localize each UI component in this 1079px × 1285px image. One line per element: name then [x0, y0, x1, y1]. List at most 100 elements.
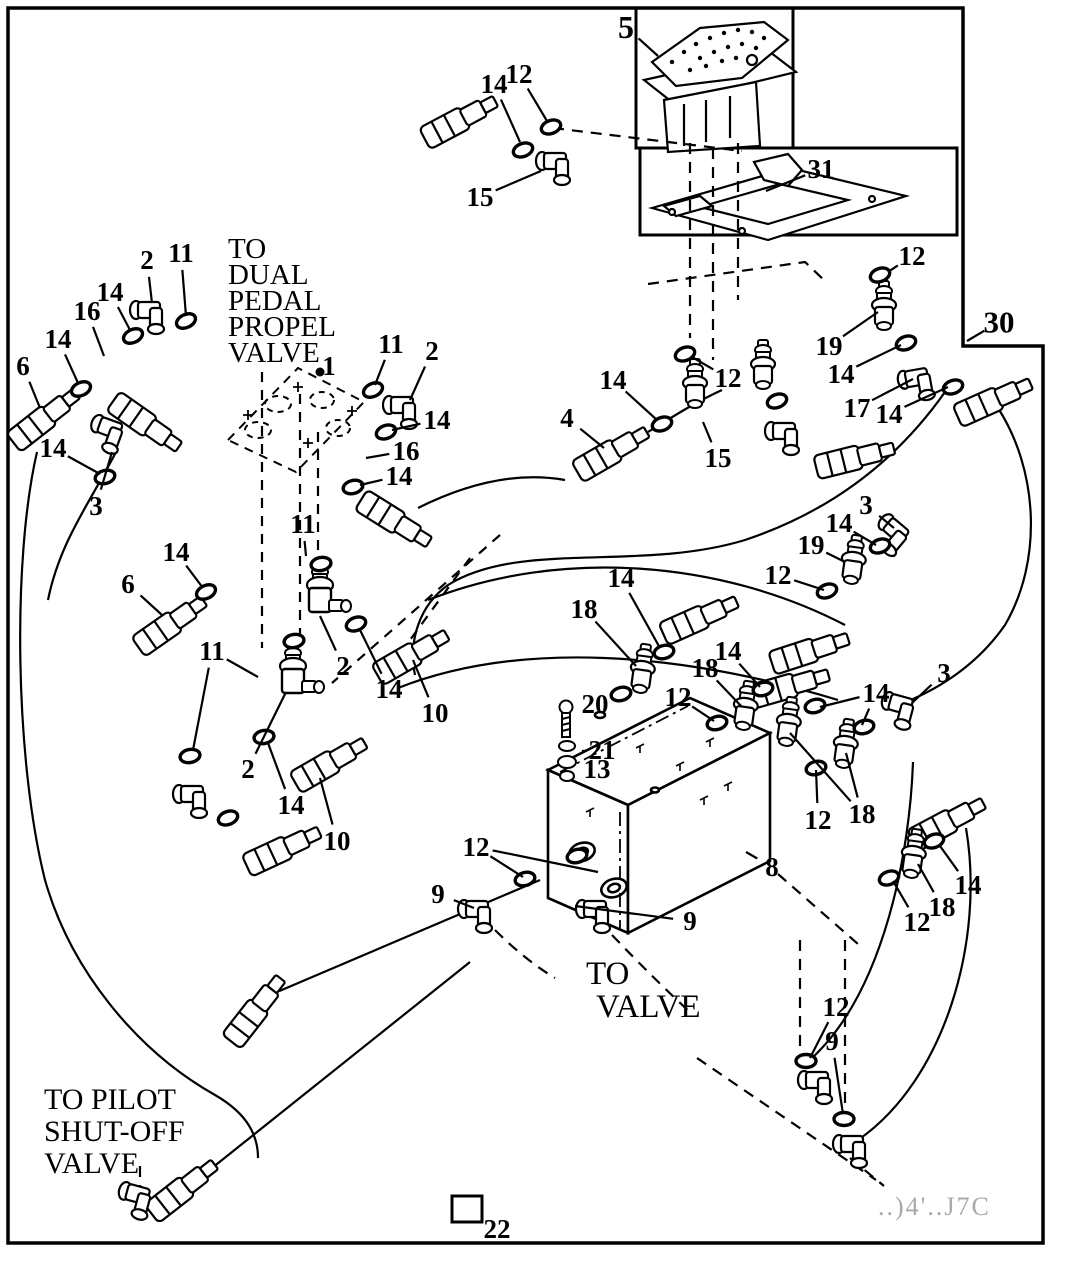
callout-label: 11: [168, 238, 194, 268]
text-line: TO: [228, 233, 267, 265]
text-line: VALVE: [228, 337, 320, 369]
leader-line: [793, 579, 825, 592]
callout-label: 12: [765, 560, 792, 590]
callout-label: 2: [425, 336, 439, 366]
connector-fitting: [749, 338, 777, 391]
callout-label: 12: [899, 241, 926, 271]
callout-label: 12: [823, 992, 850, 1022]
o-ring-icon: [537, 115, 565, 139]
leader-line: [64, 354, 80, 384]
leader-line: [492, 849, 599, 874]
leader-line: [318, 777, 334, 825]
hose-runs: [19, 388, 1032, 1169]
o-ring-icon: [281, 631, 307, 651]
o-ring-icon: [342, 612, 370, 636]
hidden-line-drops: [552, 126, 827, 360]
callout-label: 10: [422, 698, 449, 728]
o-ring-icon: [119, 324, 147, 348]
callout-label: 14: [826, 508, 853, 538]
callout-label: 14: [481, 69, 508, 99]
o-ring-icon: [607, 683, 635, 705]
callout-label: 15: [467, 182, 494, 212]
callout-label: 14: [97, 277, 124, 307]
callout-label: 9: [825, 1026, 839, 1056]
leader-line: [185, 564, 204, 589]
o-ring-icon: [832, 1110, 856, 1128]
screw-washer-stack: [557, 699, 577, 782]
o-ring-icon: [813, 579, 841, 603]
connector-fitting: [772, 694, 806, 749]
leader-line: [373, 359, 386, 386]
leader-line: [637, 37, 659, 57]
callout-label: 9: [431, 879, 445, 909]
callout-label: 11: [199, 636, 225, 666]
leader-line: [809, 1021, 830, 1059]
leader-line: [871, 378, 914, 402]
text-line: VALVE: [596, 989, 701, 1025]
callout-label: 18: [692, 653, 719, 683]
leader-line: [365, 452, 390, 460]
callout-label: 12: [463, 832, 490, 862]
leader-line: [359, 629, 383, 675]
leader-line: [745, 851, 758, 860]
leader-line: [844, 752, 859, 798]
leader-line: [825, 551, 846, 563]
callout-label: 19: [816, 331, 843, 361]
leader-line: [594, 620, 637, 667]
hose-fitting: [220, 969, 292, 1051]
leader-line: [904, 385, 949, 408]
leader-line: [147, 276, 154, 304]
callout-label: 15: [705, 443, 732, 473]
o-rings: [67, 115, 967, 1128]
leader-line: [579, 427, 605, 449]
callout-label: 19: [798, 530, 825, 560]
hose-fitting: [288, 731, 372, 795]
callout-label: 14: [376, 674, 403, 704]
callout-label: 14: [278, 790, 305, 820]
callout-label: 11: [290, 509, 316, 539]
o-ring-icon: [509, 138, 537, 162]
leader-line: [814, 769, 819, 804]
leader-line: [715, 679, 743, 708]
callout-label: 14: [715, 636, 742, 666]
text-line: TO: [586, 956, 630, 992]
elbow-fitting: [456, 898, 494, 935]
callout-label: 14: [876, 399, 903, 429]
callout-label: 1: [322, 351, 336, 381]
elbow-fitting: [763, 420, 801, 457]
hose-fitting: [353, 488, 437, 554]
elbow-fitting: [574, 898, 612, 935]
callout-label: 3: [937, 658, 951, 688]
o-ring-icon: [794, 1052, 818, 1070]
callout-label: 18: [929, 892, 956, 922]
callout-label: 2: [140, 245, 154, 275]
leader-line: [842, 311, 879, 338]
callout-label: 14: [600, 365, 627, 395]
propel-valve-plate: [226, 366, 366, 474]
hose-fitting: [951, 371, 1037, 429]
callout-label: 14: [424, 405, 451, 435]
callout-label: 14: [828, 359, 855, 389]
leader-line: [765, 174, 806, 193]
connector-fitting: [837, 532, 871, 587]
callout-label: 21: [589, 735, 616, 765]
label-to-valve: TO VALVE: [586, 958, 701, 1024]
elbow-fitting: [111, 1179, 156, 1223]
o-ring-icon: [308, 554, 334, 574]
callout-label: 31: [808, 154, 835, 184]
callout-label: 2: [336, 651, 350, 681]
leader-line: [853, 530, 877, 546]
leader-line: [116, 306, 131, 331]
hose-fitting: [417, 89, 503, 151]
callout-label: 14: [863, 678, 890, 708]
text-line: DUAL: [228, 259, 309, 291]
callout-label: 12: [715, 363, 742, 393]
leader-line: [266, 742, 287, 790]
callout-label: 14: [608, 563, 635, 593]
leader-line: [691, 356, 714, 371]
connector-fitting: [681, 357, 709, 410]
leader-line: [887, 264, 899, 273]
leader-line: [359, 478, 383, 487]
